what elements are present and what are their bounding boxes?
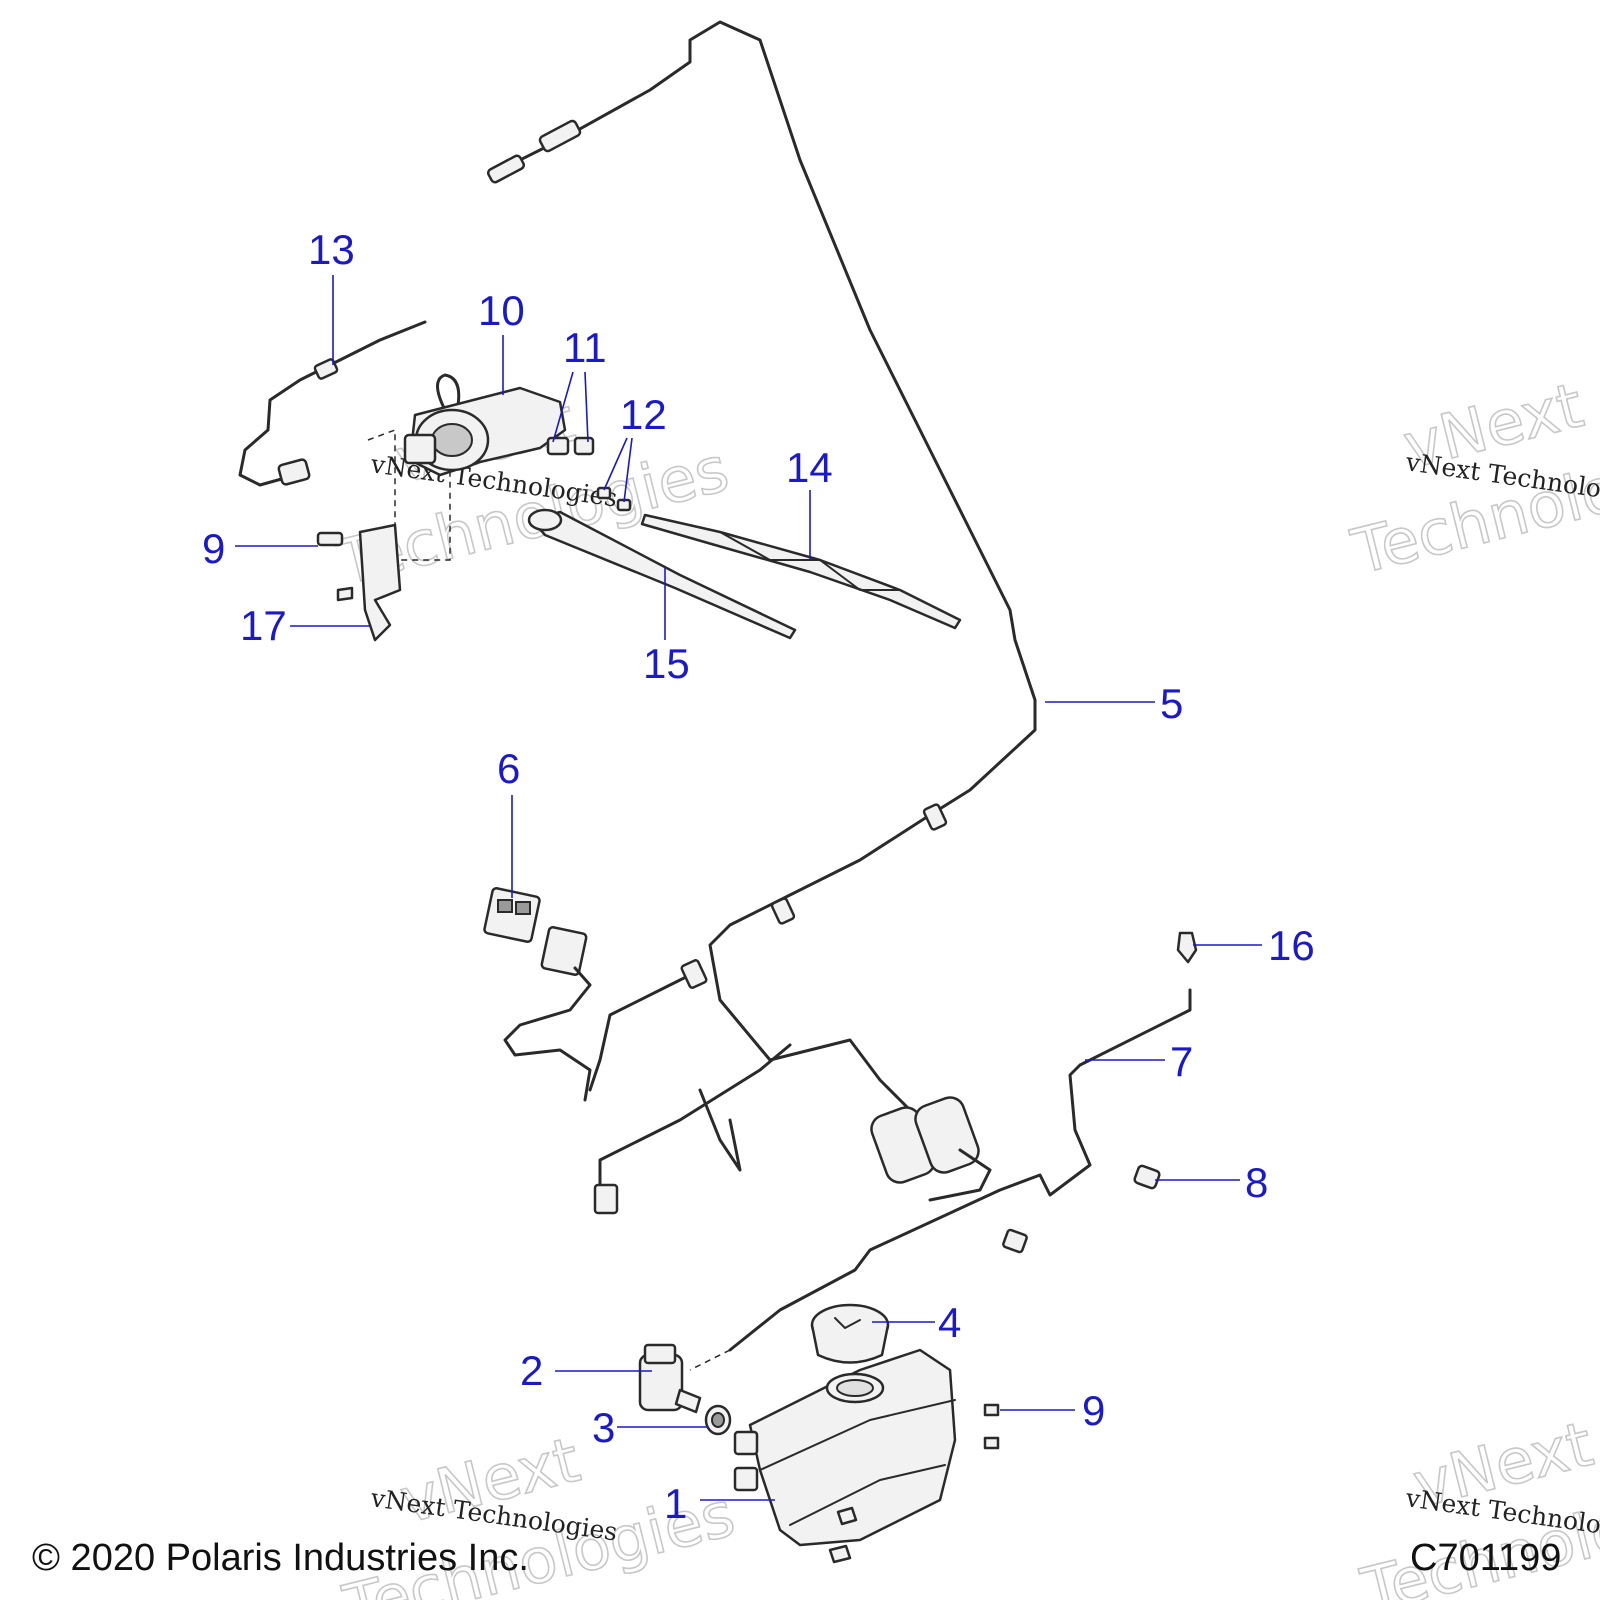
part-13-motor-harness	[238, 320, 427, 487]
leader-lines	[235, 275, 1262, 1501]
callout-3: 3	[592, 1404, 615, 1451]
copyright-text: © 2020 Polaris Industries Inc.	[32, 1537, 529, 1579]
part-12-fasteners	[596, 486, 632, 512]
callout-7: 7	[1170, 1038, 1193, 1085]
part-8-clip	[1133, 1164, 1161, 1190]
callout-12: 12	[620, 391, 667, 438]
harness-main	[486, 20, 1037, 1215]
harness-clip	[1002, 1228, 1028, 1254]
callout-9-second: 9	[1082, 1387, 1105, 1434]
part-3-grommet	[704, 1404, 732, 1436]
callout-16: 16	[1268, 922, 1315, 969]
callout-labels: 1 2 3 4 5 6 7 8 9 9 10 11 12 13 14 15 16…	[202, 226, 1315, 1527]
part-9-screws-bottom	[983, 1403, 1000, 1450]
callout-13: 13	[308, 226, 355, 273]
callout-2: 2	[520, 1347, 543, 1394]
callout-1: 1	[664, 1480, 687, 1527]
callout-5: 5	[1160, 680, 1183, 727]
part-2-pump	[638, 1343, 702, 1414]
callout-15: 15	[643, 640, 690, 687]
relay-block	[870, 1096, 992, 1202]
part-7-washer-hose	[689, 988, 1192, 1371]
part-4-cap	[810, 1303, 890, 1364]
diagram-code: C701199	[1410, 1537, 1561, 1579]
callout-4: 4	[938, 1299, 961, 1346]
part-17-bracket	[316, 428, 451, 642]
part-10-wiper-motor	[403, 373, 567, 477]
part-14-wiper-blade	[640, 513, 962, 630]
callout-9: 9	[202, 525, 225, 572]
callout-6: 6	[497, 745, 520, 792]
part-15-wiper-arm	[527, 508, 797, 640]
callout-10: 10	[478, 287, 525, 334]
callout-8: 8	[1245, 1159, 1268, 1206]
part-1-tank	[733, 1348, 957, 1564]
callout-17: 17	[240, 602, 287, 649]
part-16-nozzle	[1176, 931, 1198, 964]
callout-11: 11	[563, 324, 607, 371]
callout-14: 14	[786, 444, 833, 491]
part-6-connector	[483, 887, 592, 1102]
